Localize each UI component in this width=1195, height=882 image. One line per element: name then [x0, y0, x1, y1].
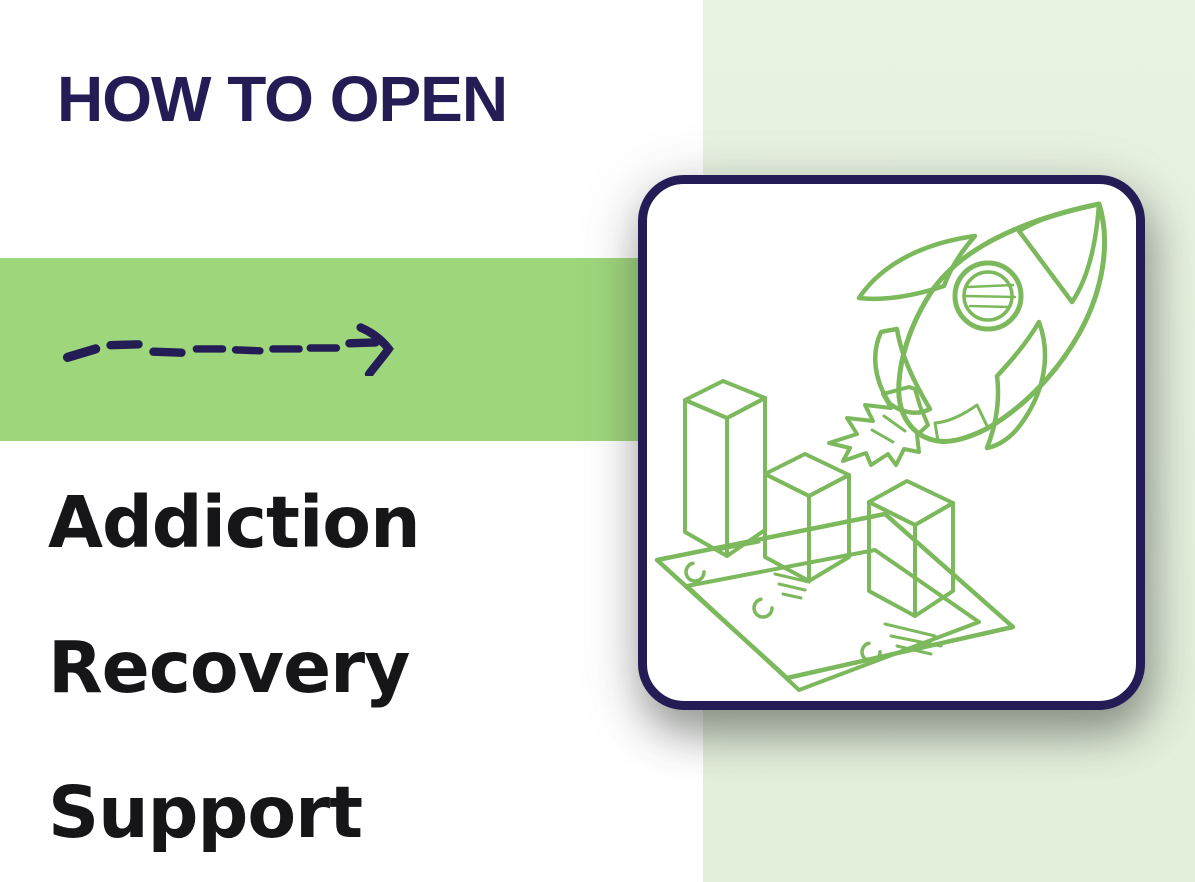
banknotes-icon: [654, 511, 1016, 692]
bar-chart-icon: [683, 379, 955, 618]
headline: Addiction Recovery Support: [48, 450, 421, 882]
rocket-icon: [827, 201, 1108, 467]
kicker-title: HOW TO OPEN: [57, 63, 508, 135]
headline-line: Addiction: [48, 481, 421, 564]
dashed-arrow-svg: [62, 323, 394, 379]
headline-line: Recovery: [48, 626, 410, 709]
illustration-card: [638, 175, 1145, 710]
rocket-flame: [827, 385, 930, 467]
headline-line: Support: [48, 771, 363, 854]
dashed-arrow-icon: [52, 320, 408, 379]
startup-sketch-illustration: [654, 201, 1108, 692]
rocket-window: [952, 260, 1024, 332]
rocket-nose: [1016, 201, 1102, 305]
